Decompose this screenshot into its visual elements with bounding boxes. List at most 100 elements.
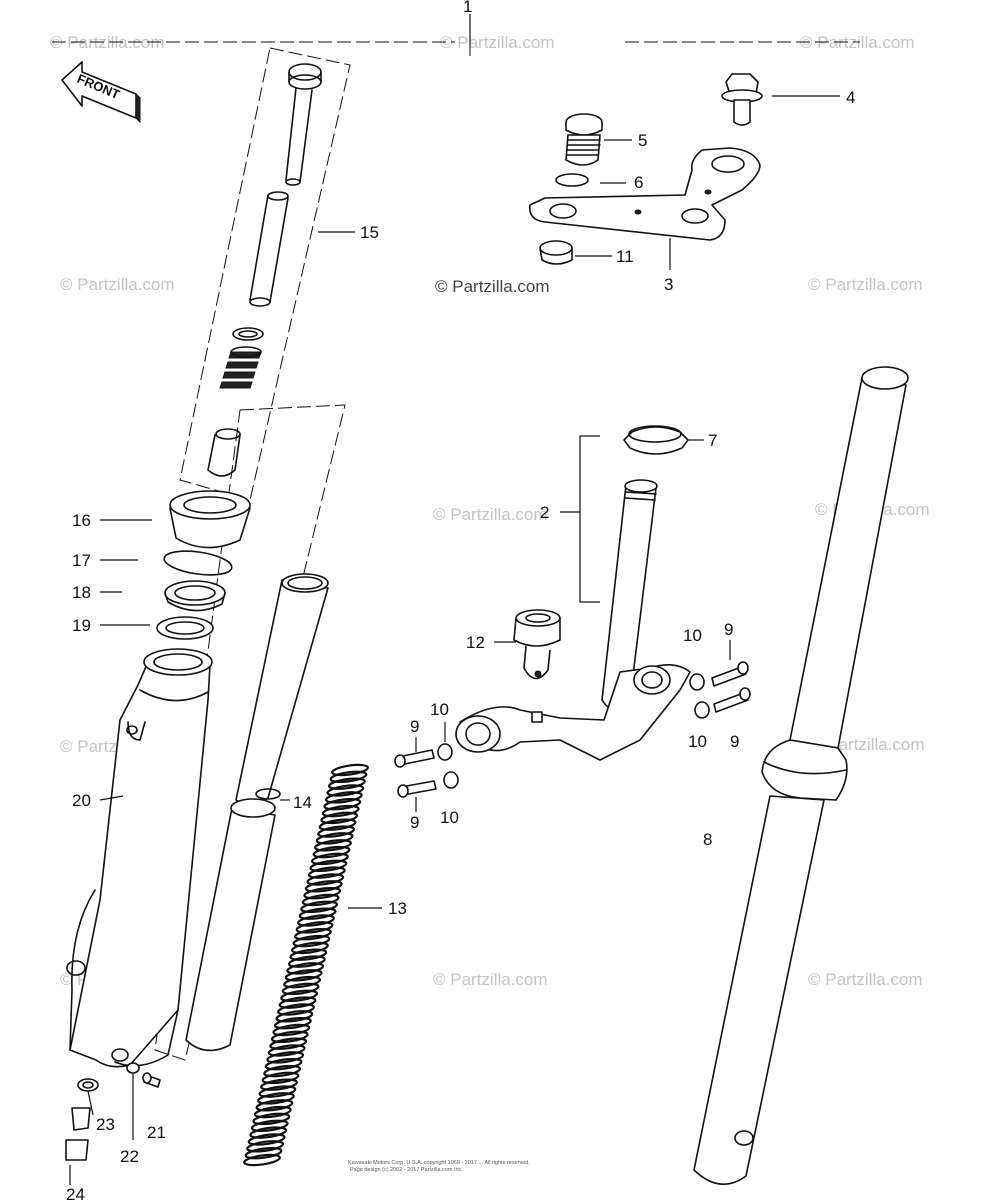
spring-coil [327, 777, 366, 790]
spring-coil [304, 880, 343, 893]
callout-12: 12 [466, 633, 485, 652]
spring-coil [323, 797, 362, 811]
watermark: © Partzilla.com [60, 275, 175, 294]
spring-coil [300, 900, 339, 914]
spring-coil [312, 845, 351, 859]
watermark: © Partzilla.com [440, 33, 555, 52]
spring-coil [326, 784, 365, 797]
spring-coil [260, 1078, 298, 1091]
spring-coil [249, 1126, 288, 1139]
spring-coil [267, 1044, 306, 1057]
spring-coil [314, 839, 352, 852]
spring-coil [303, 886, 342, 900]
spring-coil [290, 941, 329, 955]
spring-coil [258, 1085, 297, 1098]
watermark: © Partzilla.com [433, 505, 548, 524]
callout-18: 18 [72, 583, 91, 602]
footer-copyright: Kawasaki Motors Corp. U.S.A. copyright 1… [348, 1160, 530, 1166]
callout-2: 2 [540, 503, 549, 522]
small-hardware [65, 1062, 161, 1161]
spring-coil [307, 866, 346, 879]
spring-coil [297, 914, 335, 927]
seal-parts [156, 490, 251, 640]
part-14-inner-tube [154, 404, 346, 1061]
spring-coil [252, 1112, 291, 1126]
part-15-damper-assembly [179, 47, 351, 501]
spring-coil [255, 1099, 294, 1112]
spring-coil [306, 873, 345, 886]
spring-coil [266, 1051, 305, 1064]
watermark: © Partzilla.com [435, 277, 550, 296]
spring-coil [244, 1146, 283, 1160]
callout-6: 6 [634, 173, 643, 192]
spring-coil [277, 1003, 315, 1016]
part-20-outer-tube [66, 648, 213, 1068]
callout-17: 17 [72, 551, 91, 570]
watermark: © Partzilla.com [808, 275, 923, 294]
spring-coil [329, 770, 368, 784]
spring-coil [310, 852, 349, 866]
spring-coil [320, 811, 359, 825]
spring-coil [287, 955, 326, 968]
footer-copyright-2: Page design (c) 2002 - 2017 Partzilla.co… [350, 1167, 463, 1173]
part-12-cable-guide [513, 609, 561, 680]
callout-23: 23 [96, 1115, 115, 1134]
spring-coil [301, 893, 340, 907]
spring-coil [283, 975, 322, 989]
spring-coil [280, 989, 319, 1003]
part-7-cap [623, 425, 689, 455]
spring-coil [264, 1057, 303, 1071]
spring-coil [272, 1023, 311, 1037]
spring-coil [278, 996, 317, 1009]
spring-coil [315, 832, 354, 845]
callout-14: 14 [293, 793, 312, 812]
callout-16: 16 [72, 511, 91, 530]
spring-coil [293, 927, 332, 941]
front-arrow: FRONT [61, 61, 141, 124]
spring-coil [331, 763, 369, 777]
part-11-collar [539, 240, 573, 265]
callout-22: 22 [120, 1147, 139, 1166]
callout-1: 1 [463, 0, 472, 16]
spring-coil [309, 859, 348, 873]
callout-8: 8 [703, 830, 712, 849]
callout-5: 5 [638, 131, 647, 150]
spring-coil [275, 1010, 314, 1023]
part-8-fork-assembly [693, 366, 909, 1185]
callout-20: 20 [72, 791, 91, 810]
spring-coil [273, 1016, 312, 1030]
spring-coil [295, 921, 334, 934]
spring-coil [317, 825, 356, 838]
callout-19: 19 [72, 616, 91, 635]
spring-coil [281, 982, 320, 996]
spring-coil [250, 1119, 289, 1133]
spring-coil [270, 1030, 309, 1044]
part-4-bolt [721, 73, 763, 126]
spring-coil [247, 1133, 286, 1146]
top-bracket [52, 14, 860, 58]
spring-coil [292, 934, 331, 948]
spring-coil [324, 791, 363, 804]
spring-coil [289, 948, 328, 961]
spring-coil [284, 969, 323, 982]
part-6-o-ring [555, 173, 589, 187]
callout-4: 4 [846, 88, 855, 107]
spring-coil [286, 962, 325, 975]
callout-7: 7 [708, 431, 717, 450]
spring-coil [256, 1092, 295, 1105]
spring-coil [321, 804, 360, 818]
callout-9: 9 [410, 717, 419, 736]
callout-9: 9 [410, 813, 419, 832]
right-bolts [689, 661, 751, 719]
watermark: © Partzilla.com [808, 970, 923, 989]
watermark: © Partzilla.com [50, 33, 165, 52]
callout-3: 3 [664, 275, 673, 294]
part-2-steering-stem [455, 479, 691, 761]
callout-15: 15 [360, 223, 379, 242]
spring-coil [243, 1153, 281, 1167]
part-3-top-bracket [528, 147, 761, 241]
callout-13: 13 [388, 899, 407, 918]
spring-coil [318, 818, 357, 831]
part-13-spring [243, 763, 369, 1167]
watermark: © Partzilla.com [433, 970, 548, 989]
